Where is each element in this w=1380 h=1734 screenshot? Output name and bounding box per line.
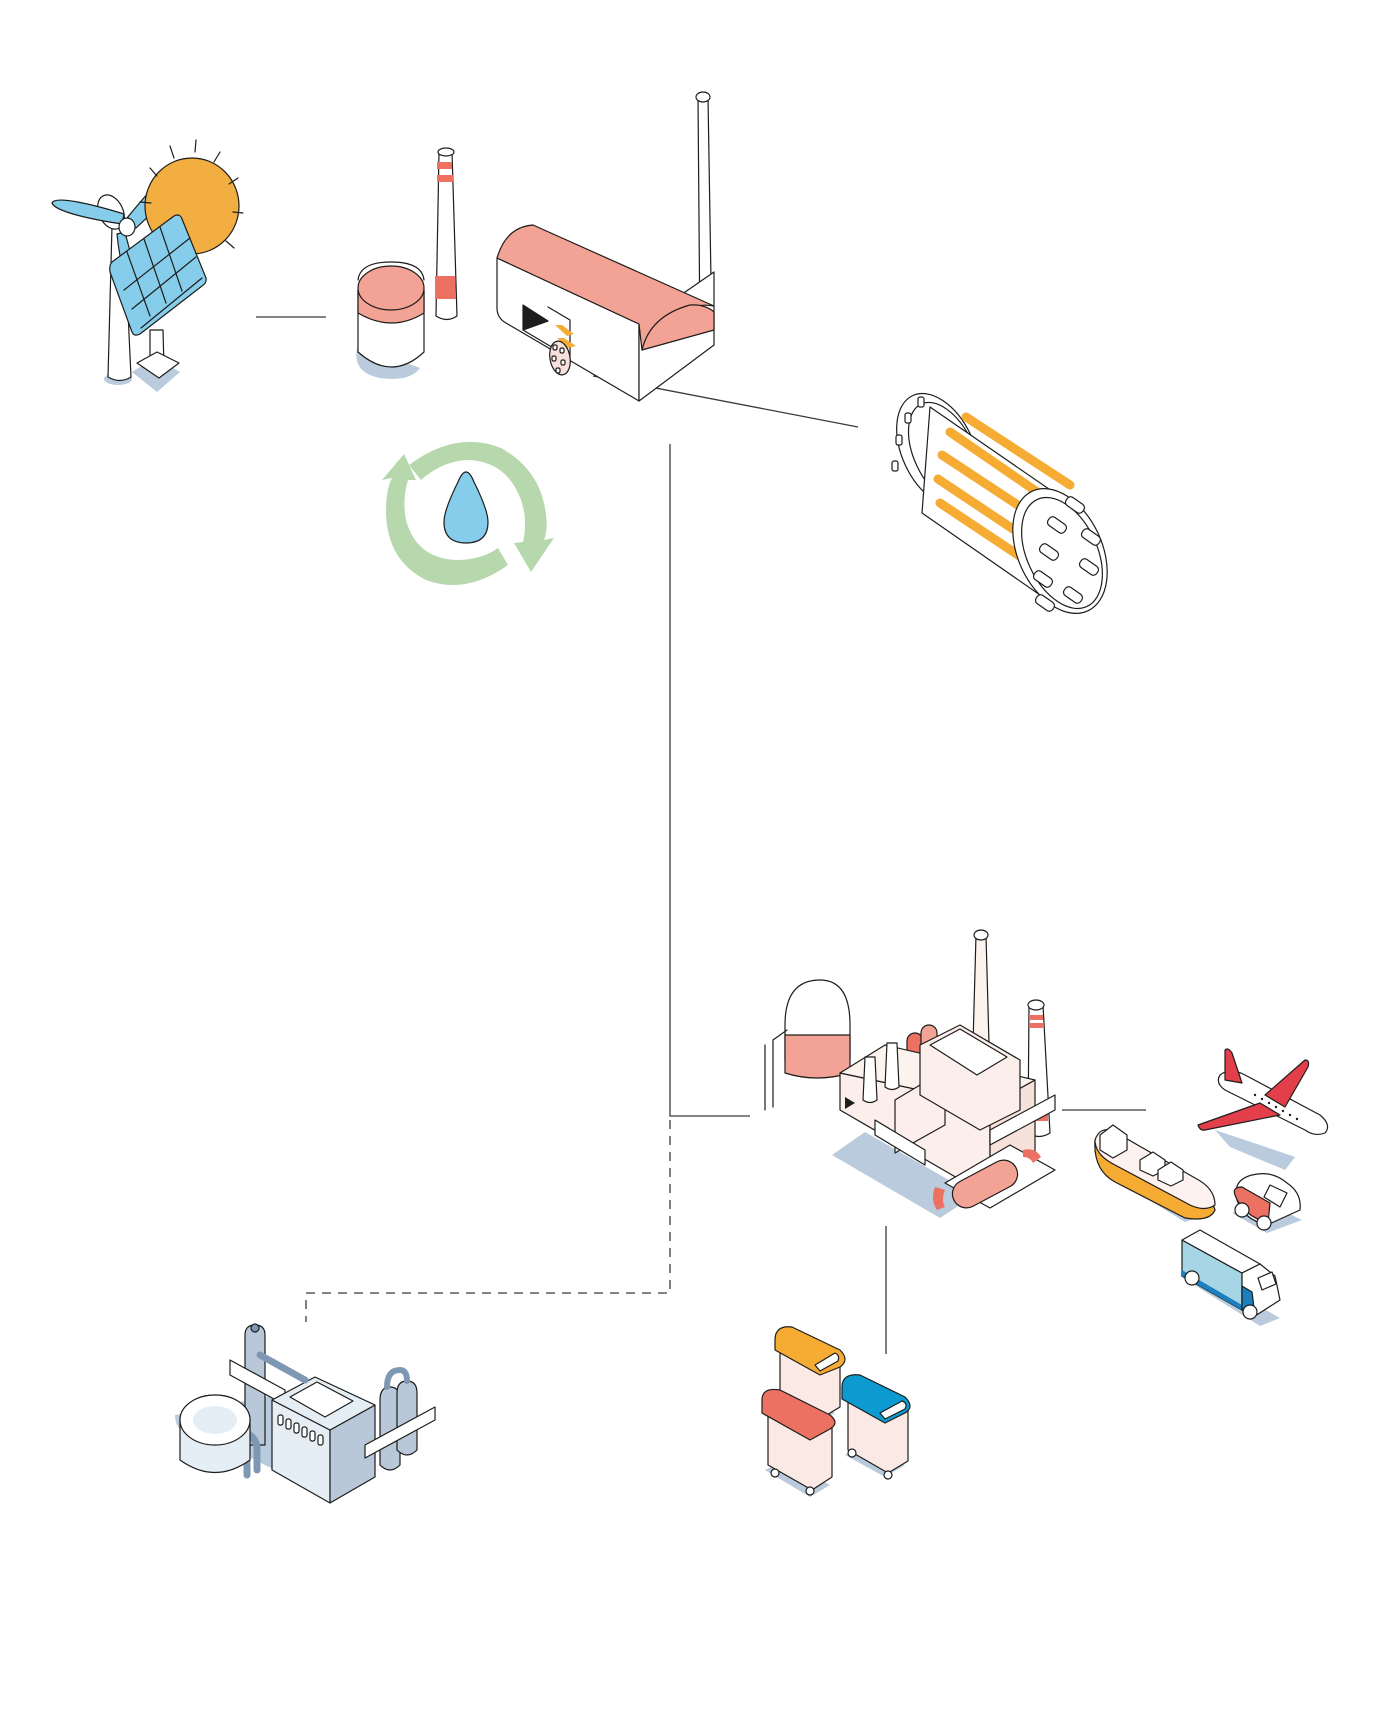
red-pipe xyxy=(932,1144,1056,1210)
recycle-arrow-bottom xyxy=(382,454,508,585)
bolts-back xyxy=(891,396,925,472)
roof-box xyxy=(289,1381,354,1418)
wheel xyxy=(1256,1215,1272,1231)
panel-base xyxy=(136,351,180,379)
hall-roof-end xyxy=(641,304,715,351)
turbine-hub xyxy=(118,217,136,237)
panel-grid xyxy=(123,226,203,329)
bin-blue xyxy=(841,1374,911,1480)
hall-opening-frame xyxy=(522,306,571,359)
column-cap xyxy=(250,1323,260,1333)
tail-fin xyxy=(1224,1048,1243,1084)
windows xyxy=(277,1414,324,1446)
hall-opening xyxy=(522,304,549,331)
water-drop-icon xyxy=(443,471,489,544)
bridge xyxy=(1099,1124,1128,1159)
recycle-arrow-top xyxy=(409,441,554,572)
edge-plant-synthesis xyxy=(669,444,750,1117)
bin-red xyxy=(761,1388,836,1497)
shadow xyxy=(1215,1130,1295,1170)
chimney-band xyxy=(437,175,453,182)
ship-icon xyxy=(1094,1124,1216,1222)
water-cycle-icon xyxy=(382,441,554,585)
rack xyxy=(364,1406,436,1459)
windshield xyxy=(1263,1184,1288,1208)
sun-rays xyxy=(139,139,244,249)
small-chimney xyxy=(884,1042,900,1091)
chimney-band xyxy=(1029,1015,1043,1020)
truck-icon xyxy=(1180,1229,1281,1326)
chimney-band xyxy=(435,276,456,299)
edge-synthesis-refinery xyxy=(305,1120,671,1322)
wheel xyxy=(1184,1270,1200,1286)
car-icon xyxy=(1232,1173,1302,1233)
pipe xyxy=(384,1366,410,1390)
chimney-band xyxy=(1029,1023,1043,1028)
container xyxy=(1157,1161,1184,1187)
chimney-top xyxy=(1027,999,1045,1011)
door xyxy=(845,1097,855,1109)
tall-chimney-top xyxy=(695,91,711,103)
wheel xyxy=(1234,1202,1250,1218)
storage-tank-icon xyxy=(356,147,458,379)
ladder xyxy=(764,1029,788,1111)
refinery-icon xyxy=(175,1323,436,1504)
window-strip xyxy=(874,1119,926,1166)
small-chimney xyxy=(862,1056,878,1104)
panel-face xyxy=(109,214,207,336)
tank-dome xyxy=(357,265,425,311)
chimney-band xyxy=(437,162,452,169)
vent-rack xyxy=(989,1094,1056,1146)
bolts-front xyxy=(1032,496,1102,612)
round-tank-lid xyxy=(193,1406,237,1434)
tank-rim xyxy=(357,261,425,281)
electrolysis-plant-icon xyxy=(496,91,715,402)
solar-panel-icon xyxy=(109,214,207,392)
cab-window xyxy=(1257,1271,1277,1291)
pipe xyxy=(256,1351,309,1384)
upper-block-top xyxy=(929,1028,1008,1076)
synthesis-plant-icon xyxy=(764,929,1056,1218)
electrolyser-stack-icon xyxy=(891,392,1108,614)
wheel xyxy=(1242,1304,1258,1320)
tank-band xyxy=(784,1034,851,1079)
mini-electrolyser xyxy=(549,325,576,376)
airplane-icon xyxy=(1197,1048,1329,1170)
waste-bins-icon xyxy=(761,1326,911,1497)
turbine-blade xyxy=(51,199,125,225)
wing-bottom xyxy=(1197,1102,1281,1131)
wing-top xyxy=(1264,1059,1310,1108)
chimney-top xyxy=(973,929,989,941)
chimney-top xyxy=(437,147,455,157)
windows xyxy=(1253,1093,1299,1121)
